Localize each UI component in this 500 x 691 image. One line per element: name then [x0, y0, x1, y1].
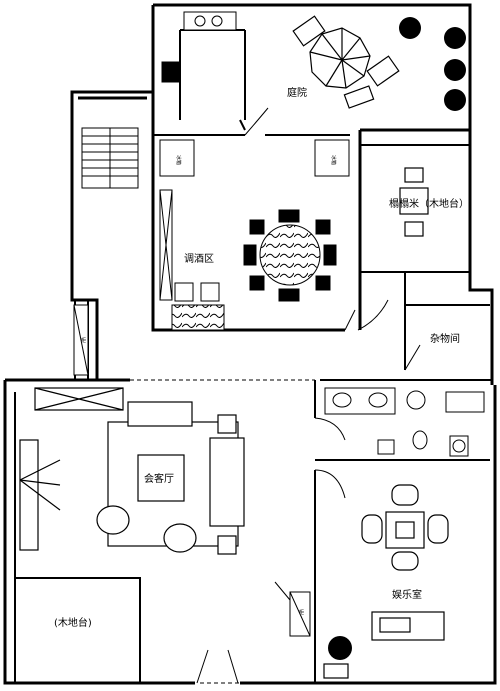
cabinet-label-2: 柜 [299, 609, 304, 616]
fridge-label-2: 冰箱 [330, 155, 337, 165]
outer-walls [3, 3, 497, 685]
appliances [159, 139, 350, 177]
storage-label: 杂物间 [430, 332, 460, 345]
bathroom-fixtures [324, 387, 485, 457]
bar-furniture [159, 189, 225, 331]
cabinet-label-1: 柜 [81, 337, 86, 344]
plants [328, 17, 466, 660]
dashed-openings [130, 379, 315, 684]
courtyard-label: 庭院 [287, 86, 307, 99]
entertainment-label: 娱乐室 [392, 588, 422, 601]
kitchen-fixtures [161, 11, 237, 83]
entertainment-furniture [323, 484, 449, 679]
staircase [81, 127, 139, 189]
tatami-table [399, 167, 429, 237]
fridge-label-1: 冰箱 [175, 155, 182, 165]
courtyard-umbrella [292, 15, 400, 109]
bar-label: 调酒区 [184, 253, 214, 265]
round-dining-table [243, 209, 337, 302]
living-room-furniture [19, 387, 245, 555]
doors [196, 107, 421, 684]
tatami-label: 榻榻米（木地台） [389, 197, 469, 210]
living-room-label: 会客厅 [144, 472, 174, 485]
deck-label: (木地台) [54, 616, 92, 629]
cabinets [73, 304, 311, 637]
room-labels: 庭院 榻榻米（木地台） 调酒区 杂物间 会客厅 (木地台) 娱乐室 [54, 86, 469, 629]
